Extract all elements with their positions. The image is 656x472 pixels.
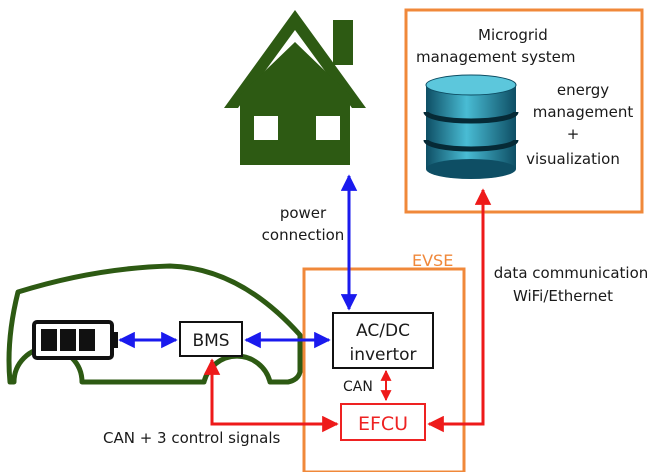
power-label-line2: connection (262, 226, 345, 244)
car-icon (6, 263, 303, 385)
power-label-line1: power (280, 204, 327, 222)
battery-icon (32, 320, 118, 360)
inverter-label-line1: AC/DC (356, 321, 410, 341)
data-label-line2: WiFi/Ethernet (513, 287, 613, 305)
microgrid-title-line1: Microgrid (478, 26, 548, 44)
data-communication-arrow (427, 188, 492, 433)
inverter-box (332, 312, 434, 369)
microgrid-desc-line1: energy (557, 81, 609, 99)
microgrid-desc-line2: management (533, 103, 634, 121)
can-control-arrow (203, 358, 339, 433)
bms-box (179, 321, 243, 357)
inverter-label-line2: invertor (349, 345, 416, 365)
can-label: CAN (343, 379, 373, 395)
efcu-label: EFCU (358, 413, 408, 435)
database-icon (423, 74, 519, 179)
bms-label: BMS (192, 331, 229, 351)
microgrid-title-line2: management system (416, 48, 575, 66)
evse-label: EVSE (412, 251, 453, 270)
house-icon (224, 10, 366, 165)
efcu-box (340, 403, 426, 441)
microgrid-box (404, 8, 644, 214)
evse-box (302, 267, 466, 472)
data-label-line1: data communication (494, 264, 649, 282)
microgrid-desc-line3: + (567, 125, 580, 143)
can-signals-label: CAN + 3 control signals (103, 429, 281, 447)
microgrid-desc-line4: visualization (526, 150, 620, 168)
